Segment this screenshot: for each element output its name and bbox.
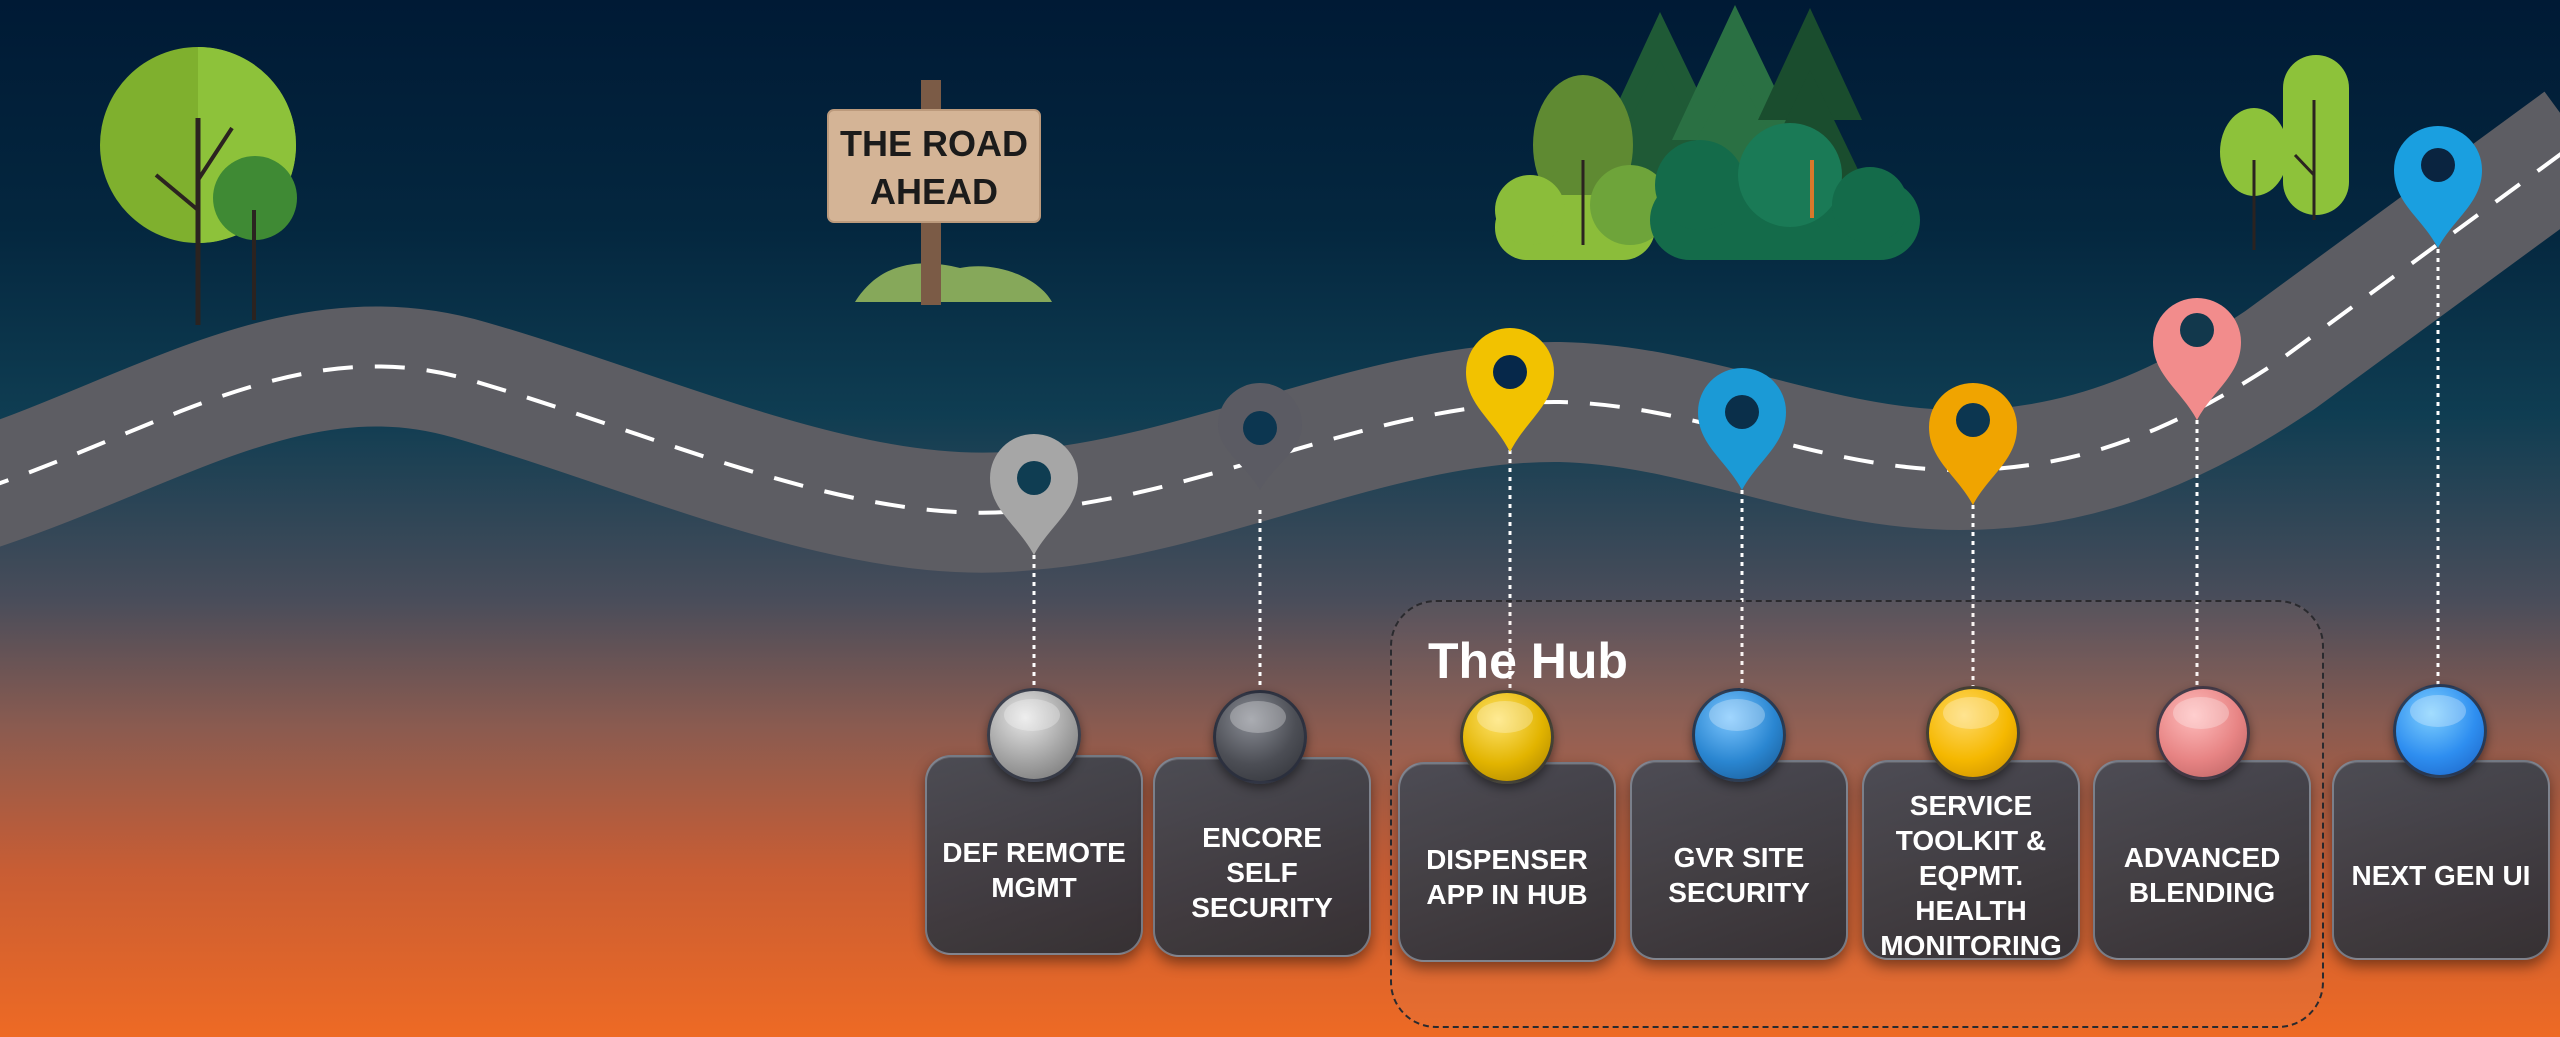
location-pin-icon bbox=[990, 434, 1078, 555]
milestone-card-gvr-site-security[interactable]: GVR SITE SECURITY bbox=[1630, 760, 1848, 960]
bright-blue-sphere-icon bbox=[2393, 684, 2487, 778]
milestone-card-encore-self-security[interactable]: ENCORE SELF SECURITY bbox=[1153, 757, 1371, 957]
milestone-label: NEXT GEN UI bbox=[2351, 859, 2531, 891]
location-pin-icon bbox=[1929, 383, 2017, 505]
location-pin-icon bbox=[1698, 368, 1786, 490]
milestone-card-next-gen-ui[interactable]: NEXT GEN UI bbox=[2332, 760, 2550, 960]
grey-sphere-icon bbox=[987, 688, 1081, 782]
sign-text-line1: THE ROAD bbox=[840, 123, 1028, 164]
blue-sphere-icon bbox=[1692, 688, 1786, 782]
milestone-label: ADVANCED BLENDING bbox=[2123, 842, 2281, 908]
connector-lines bbox=[1032, 240, 2440, 690]
milestone-card-def-remote-mgmt[interactable]: DEF REMOTE MGMT bbox=[925, 755, 1143, 955]
milestone-card-advanced-blending[interactable]: ADVANCED BLENDING bbox=[2093, 760, 2311, 960]
milestone-label: ENCORE SELF SECURITY bbox=[1191, 821, 1333, 923]
location-pin-icon bbox=[2394, 126, 2482, 248]
yellow-sphere-icon bbox=[1926, 686, 2020, 780]
milestone-label: SERVICE TOOLKIT & EQPMT. HEALTH MONITORI… bbox=[1880, 789, 2062, 961]
location-pin-icon bbox=[2153, 298, 2241, 420]
gold-sphere-icon bbox=[1460, 690, 1554, 784]
pine-forest-icon bbox=[1495, 5, 1920, 260]
small-trees-icon bbox=[2220, 55, 2349, 250]
dark-grey-sphere-icon bbox=[1213, 690, 1307, 784]
milestone-card-service-toolkit[interactable]: SERVICE TOOLKIT & EQPMT. HEALTH MONITORI… bbox=[1862, 760, 2080, 961]
sign-text-line2: AHEAD bbox=[870, 171, 998, 212]
round-tree-icon bbox=[100, 47, 297, 325]
milestone-label: DISPENSER APP IN HUB bbox=[1426, 844, 1588, 910]
hub-title: The Hub bbox=[1428, 633, 1628, 689]
location-pin-icon bbox=[1466, 328, 1554, 452]
milestone-label: DEF REMOTE MGMT bbox=[942, 837, 1126, 903]
signpost-icon: THE ROAD AHEAD bbox=[827, 80, 1052, 305]
location-pin-icon bbox=[1218, 383, 1302, 490]
milestone-label: GVR SITE SECURITY bbox=[1668, 842, 1810, 908]
milestone-card-dispenser-app-in-hub[interactable]: DISPENSER APP IN HUB bbox=[1398, 762, 1616, 962]
pink-sphere-icon bbox=[2156, 686, 2250, 780]
